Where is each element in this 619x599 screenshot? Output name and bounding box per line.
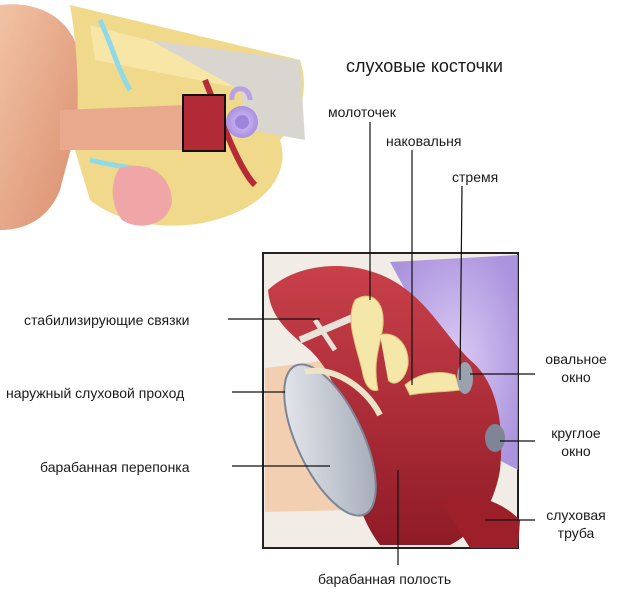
- oval-window: [457, 362, 473, 394]
- label-malleus: молоточек: [328, 104, 396, 120]
- label-stapes: стремя: [452, 169, 499, 185]
- stabilizing-ligament-2: [312, 318, 338, 352]
- label-incus: наковальня: [386, 133, 462, 149]
- leader-lines: [228, 122, 535, 565]
- label-eustachian-tube: слуховая труба: [546, 507, 606, 541]
- label-tympanic-cavity: барабанная полость: [318, 571, 452, 587]
- label-eardrum: барабанная перепонка: [40, 459, 190, 475]
- ear-overview: [0, 4, 305, 231]
- round-window: [485, 424, 505, 452]
- diagram-title: слуховые косточки: [346, 56, 503, 76]
- outer-ear-auricle: [0, 4, 81, 231]
- label-ear-canal: наружный слуховой проход: [6, 385, 185, 401]
- zoom-region-box: [182, 94, 226, 152]
- eustachian-tube: [440, 496, 520, 548]
- label-oval-window: овальное окно: [545, 351, 607, 385]
- cartilage-stripe: [97, 18, 133, 92]
- outer-canal: [60, 105, 190, 150]
- cochlea-small-inner: [235, 115, 249, 129]
- label-round-window: круглое окно: [551, 425, 601, 459]
- zoom-panel: [262, 252, 520, 549]
- eardrum-membrane: [283, 363, 377, 517]
- eardrum-rim: [304, 367, 383, 417]
- parotid-gland: [112, 165, 172, 226]
- label-ligaments: стабилизирующие связки: [24, 312, 190, 328]
- semicircular-canal: [229, 86, 253, 101]
- skull-grey-region: [150, 40, 305, 140]
- incus: [379, 333, 409, 384]
- malleus: [350, 295, 384, 391]
- leader-stapes: [459, 185, 463, 381]
